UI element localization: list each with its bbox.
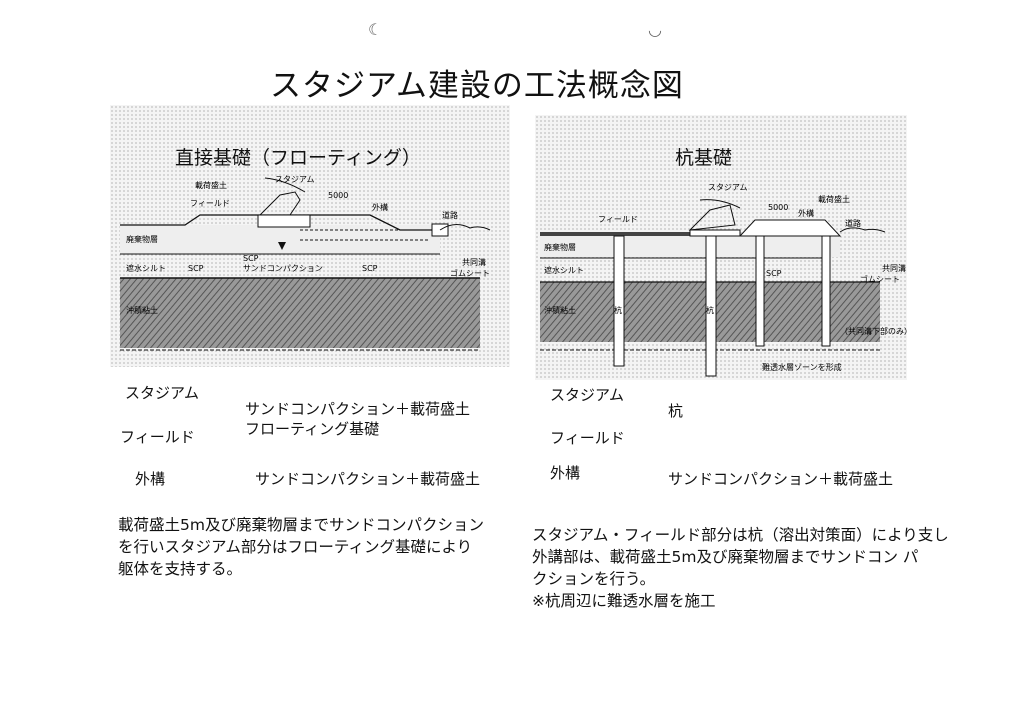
waste-layer xyxy=(120,225,440,253)
label-scp: SCP xyxy=(188,264,204,273)
label-duct: 共同溝 xyxy=(462,257,486,267)
right-row-label: 外構 xyxy=(550,464,581,482)
left-row-label: フィールド xyxy=(120,428,195,446)
floating-foundation-diagram: スタジアム 載荷盛土 フィールド 5000 外構 道路 廃棄物層 遮水シルト 沖… xyxy=(120,175,491,351)
label-duct: 共同溝 xyxy=(882,263,906,273)
left-row-label: スタジアム xyxy=(125,384,199,402)
label-scp: SCP xyxy=(766,269,782,278)
label-rubber-sheet: ゴムシート xyxy=(860,274,900,284)
label-waste: 廃棄物層 xyxy=(126,234,158,244)
label-scp: SCP xyxy=(362,264,378,273)
left-heading: 直接基礎（フローティング） xyxy=(175,147,421,169)
label-road: 道路 xyxy=(442,210,458,220)
label-road: 道路 xyxy=(845,218,861,228)
label-zone: 難透水層ゾーンを形成 xyxy=(762,362,842,372)
label-scp: SCP xyxy=(243,254,259,263)
right-row-label: スタジアム xyxy=(550,386,624,404)
left-row-method: サンドコンパクション＋載荷盛土 xyxy=(245,400,471,418)
pile-foundation-diagram: スタジアム 載荷盛土 フィールド 5000 外構 道路 廃棄物層 遮水シルト 沖… xyxy=(540,183,910,377)
text-line: クションを行う。 xyxy=(532,570,656,588)
page-title: スタジアム建設の工法概念図 xyxy=(270,68,684,104)
text-line: 外講部は、載荷盛土5m及び廃棄物層までサンドコン パ xyxy=(532,548,919,566)
label-sand-compaction: サンドコンパクション xyxy=(243,264,323,273)
text-line: を行いスタジアム部分はフローティング基礎により xyxy=(118,538,473,556)
label-pile: 杭 xyxy=(706,305,714,315)
label-field: フィールド xyxy=(598,215,638,224)
label-silt: 遮水シルト xyxy=(544,265,584,275)
label-exterior: 外構 xyxy=(798,208,814,218)
label-exterior: 外構 xyxy=(372,202,388,212)
punch-mark: ☾ xyxy=(368,20,383,39)
label-duct-note: （共同溝下部のみ） xyxy=(840,326,910,336)
left-row-method: フローティング基礎 xyxy=(245,420,380,438)
label-clay: 沖積粘土 xyxy=(544,305,576,315)
right-row-label: フィールド xyxy=(550,429,625,447)
label-stadium: スタジアム xyxy=(275,175,314,184)
right-row-method: サンドコンパクション＋載荷盛土 xyxy=(668,470,894,488)
punch-mark: ◡ xyxy=(648,20,662,39)
piles xyxy=(613,235,831,377)
label-rubber-sheet: ゴムシート xyxy=(450,268,490,278)
label-clay: 沖積粘土 xyxy=(126,305,158,315)
label-pile: 杭 xyxy=(614,305,622,315)
label-dim: 5000 xyxy=(328,191,348,200)
clay-layer xyxy=(120,278,480,348)
label-silt: 遮水シルト xyxy=(126,263,166,273)
text-line: 躯体を支持する。 xyxy=(118,560,243,578)
right-description: スタジアム・フィールド部分は杭（溶出対策面）により支し 外講部は、載荷盛土5m及… xyxy=(532,524,949,612)
label-field: フィールド xyxy=(190,199,230,208)
label-surcharge: 載荷盛土 xyxy=(818,194,850,204)
text-line: ※杭周辺に難透水層を施工 xyxy=(532,592,716,610)
label-waste: 廃棄物層 xyxy=(544,242,576,252)
label-surcharge: 載荷盛土 xyxy=(195,180,227,190)
text-line: スタジアム・フィールド部分は杭（溶出対策面）により支し xyxy=(532,526,949,544)
label-dim: 5000 xyxy=(768,203,788,212)
left-row-label: 外構 xyxy=(135,470,166,488)
right-row-method: 杭 xyxy=(668,402,684,420)
text-line: 載荷盛土5m及び廃棄物層までサンドコンパクション xyxy=(118,516,484,534)
right-heading: 杭基礎 xyxy=(675,147,733,169)
label-stadium: スタジアム xyxy=(708,183,747,192)
left-description: 載荷盛土5m及び廃棄物層までサンドコンパクション を行いスタジアム部分はフローテ… xyxy=(118,514,484,580)
left-row-method: サンドコンパクション＋載荷盛土 xyxy=(255,470,481,488)
